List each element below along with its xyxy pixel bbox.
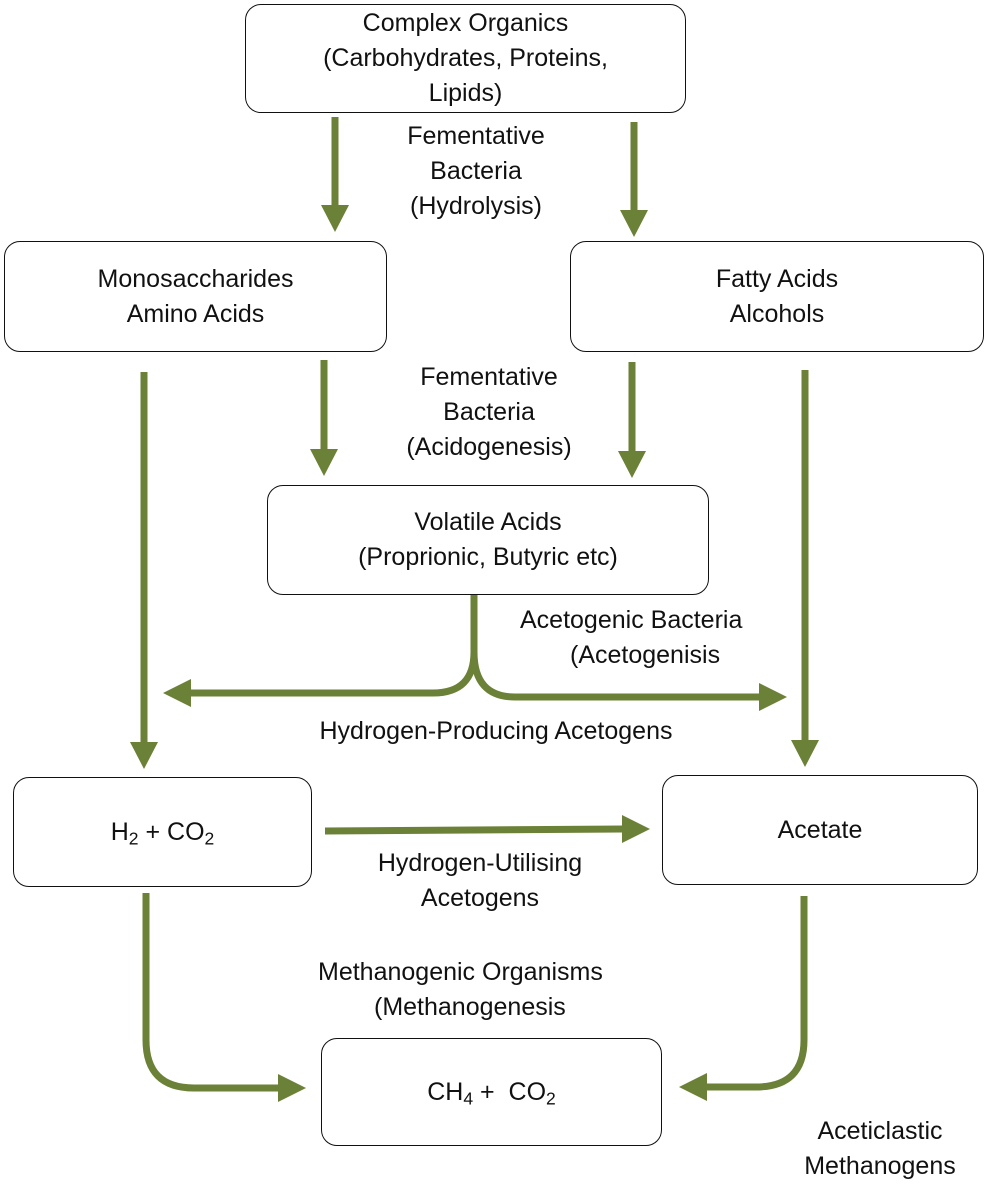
acetogenesis-line-1: Acetogenic Bacteria: [520, 606, 743, 634]
complex-organics-line-2: (Carbohydrates, Proteins,: [323, 44, 608, 72]
fatty-acids-line-1: Fatty Acids: [715, 264, 839, 293]
arrowhead-complex-to-fatty: [620, 210, 648, 237]
fatty-acids-box: Fatty Acids Alcohols: [570, 241, 984, 352]
volatile-acids-line-1: Volatile Acids: [414, 508, 562, 536]
acidogenesis-line-3: (Acidogenesis): [406, 433, 572, 461]
methanogenesis-line-2: (Methanogenesis: [374, 993, 566, 1021]
hydrogen-producing-label: Hydrogen-Producing Acetogens: [246, 714, 746, 749]
arrowhead-fatty-to-volatile: [618, 451, 646, 478]
arrowhead-mono-to-volatile: [310, 449, 338, 476]
arrowhead-fatty-to-acetate: [791, 740, 819, 767]
aceticlastic-label: Aceticlastic Methanogens: [775, 1114, 985, 1184]
arrowhead-volatile-to-h2co2: [163, 679, 191, 707]
arrowhead-h2co2-to-ch4: [278, 1074, 306, 1102]
arrowhead-h2co2-to-acetate: [622, 815, 650, 843]
volatile-acids-line-2: (Proprionic, Butyric etc): [358, 543, 618, 571]
acetate-label: Acetate: [777, 815, 863, 844]
arrowhead-complex-to-mono: [321, 205, 349, 232]
hydrogen-utilising-line-1: Hydrogen-Utilising: [377, 849, 583, 877]
acetogenesis-label: Acetogenic Bacteria (Acetogenisis: [520, 603, 742, 673]
acidogenesis-label: Fementative Bacteria (Acidogenesis): [374, 360, 604, 465]
hydrolysis-label: Fementative Bacteria (Hydrolysis): [366, 119, 586, 224]
hydrolysis-line-1: Fementative: [407, 122, 545, 150]
acidogenesis-line-2: Bacteria: [443, 398, 535, 426]
complex-organics-line-1: Complex Organics: [362, 9, 569, 37]
methanogenesis-label: Methanogenic Organisms (Methanogenesis: [318, 955, 603, 1025]
arrow-volatile-to-h2co2: [190, 595, 478, 697]
methanogenesis-line-1: Methanogenic Organisms: [318, 958, 603, 986]
complex-organics-line-3: Lipids): [428, 79, 503, 107]
acidogenesis-line-1: Fementative: [420, 363, 558, 391]
arrow-volatile-to-acetate: [470, 651, 760, 701]
volatile-acids-box: Volatile Acids (Proprionic, Butyric etc): [267, 485, 709, 595]
arrow-h2co2-to-ch4: [142, 893, 279, 1092]
arrow-h2co2-to-acetate: [324, 825, 624, 835]
acetate-box: Acetate: [662, 775, 978, 885]
hydrogen-producing-text: Hydrogen-Producing Acetogens: [319, 717, 673, 745]
h2-co2-formula: H2 + CO2: [110, 817, 215, 848]
monosaccharides-line-2: Amino Acids: [126, 299, 265, 328]
fatty-acids-line-2: Alcohols: [729, 299, 825, 328]
ch4-co2-box: CH4 + CO2: [321, 1038, 662, 1146]
complex-organics-box: Complex Organics (Carbohydrates, Protein…: [245, 4, 686, 113]
hydrogen-utilising-line-2: Acetogens: [420, 884, 540, 912]
monosaccharides-line-1: Monosaccharides: [97, 264, 294, 293]
hydrolysis-line-3: (Hydrolysis): [410, 192, 542, 220]
ch4-co2-formula: CH4 + CO2: [427, 1077, 556, 1108]
aceticlastic-line-1: Aceticlastic: [817, 1117, 943, 1145]
arrowhead-volatile-to-acetate: [759, 683, 787, 711]
arrowhead-mono-to-h2co2: [130, 742, 158, 769]
hydrolysis-line-2: Bacteria: [430, 157, 522, 185]
acetogenesis-line-2: (Acetogenisis: [570, 641, 721, 669]
h2-co2-box: H2 + CO2: [13, 777, 312, 887]
aceticlastic-line-2: Methanogens: [804, 1152, 956, 1180]
arrow-acetate-to-ch4: [706, 896, 808, 1091]
arrowhead-acetate-to-ch4: [679, 1073, 707, 1101]
hydrogen-utilising-label: Hydrogen-Utilising Acetogens: [340, 846, 620, 916]
monosaccharides-box: Monosaccharides Amino Acids: [4, 241, 387, 352]
